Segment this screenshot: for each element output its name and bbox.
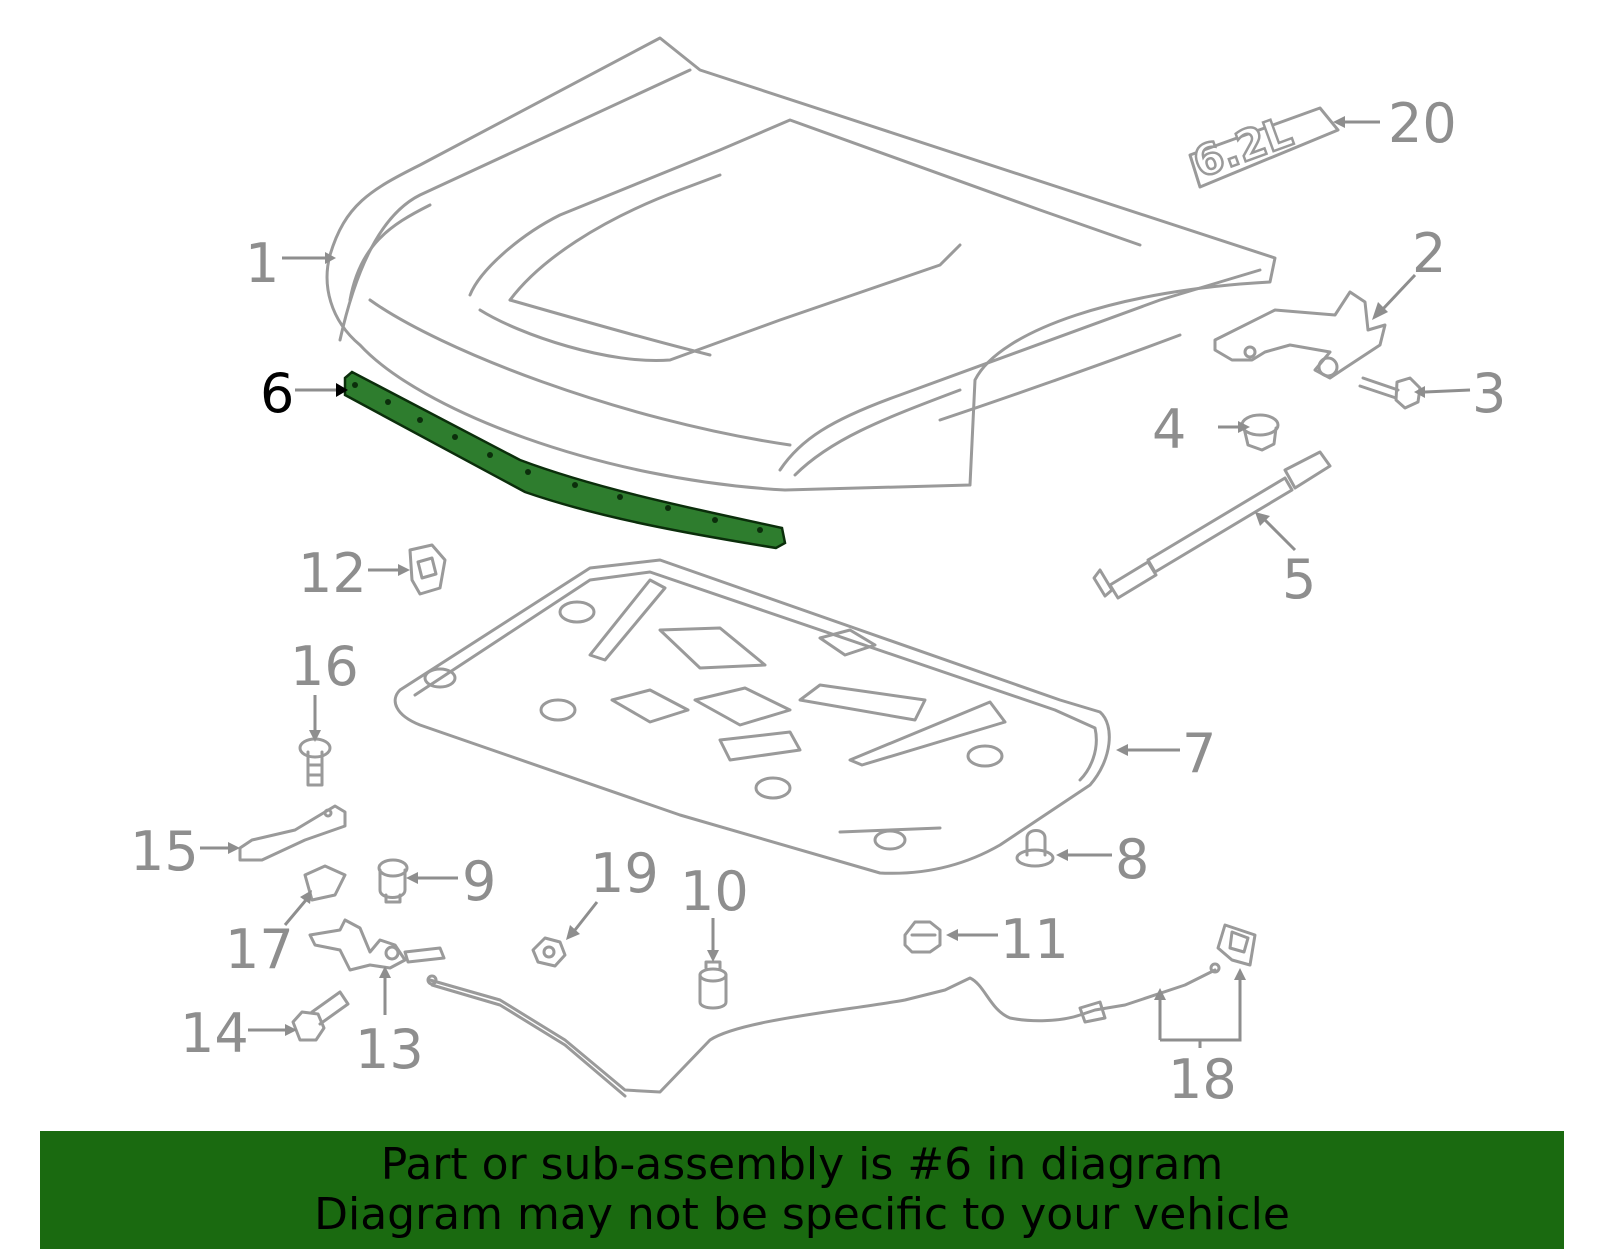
stop-part-12[interactable]: [408, 543, 447, 596]
bolt-part-14[interactable]: [291, 990, 350, 1042]
info-banner: Part or sub-assembly is #6 in diagram Di…: [40, 1131, 1564, 1249]
leader-lines: [200, 116, 1471, 1048]
callout-10[interactable]: 10: [680, 860, 749, 923]
release-cable-part-18[interactable]: [426, 923, 1257, 1098]
callout-3[interactable]: 3: [1472, 362, 1506, 425]
screw-part-16[interactable]: [298, 737, 332, 787]
bracket-part-15[interactable]: [238, 804, 347, 862]
bumper-part-9[interactable]: [377, 858, 409, 904]
latch-part-13[interactable]: [308, 918, 446, 972]
callout-18[interactable]: 18: [1168, 1048, 1237, 1111]
callout-8[interactable]: 8: [1115, 828, 1149, 891]
hood-part-1[interactable]: [325, 36, 1277, 492]
banner-line-disclaimer: Diagram may not be specific to your vehi…: [314, 1189, 1290, 1240]
insulator-clip-holes: [423, 600, 1004, 851]
switch-part-10[interactable]: [698, 960, 728, 1010]
hood-insulator-part-7[interactable]: [393, 558, 1111, 875]
callout-14[interactable]: 14: [180, 1002, 249, 1065]
callout-6[interactable]: 6: [260, 362, 294, 425]
bolt-part-3[interactable]: [1358, 376, 1422, 410]
emblem-text: 6.2L: [1187, 107, 1299, 188]
nut-part-19[interactable]: [531, 936, 567, 968]
callout-16[interactable]: 16: [290, 635, 359, 698]
clip-part-11[interactable]: [903, 920, 942, 954]
bumper-part-4[interactable]: [1240, 413, 1280, 452]
gas-strut-part-5[interactable]: [1092, 450, 1332, 600]
callout-1[interactable]: 1: [245, 232, 279, 295]
push-pin-part-8[interactable]: [1015, 829, 1055, 868]
callout-2[interactable]: 2: [1412, 222, 1446, 285]
emblem-part-20[interactable]: 6.2L: [1185, 105, 1340, 189]
callout-13[interactable]: 13: [355, 1018, 424, 1081]
banner-line-part-number: Part or sub-assembly is #6 in diagram: [380, 1139, 1224, 1190]
callout-20[interactable]: 20: [1388, 92, 1457, 155]
callout-labels: 1 2 3 4 5 6 7 8 9 10 11 12 13 14 15 16 1…: [130, 92, 1506, 1111]
callout-17[interactable]: 17: [225, 918, 294, 981]
callout-15[interactable]: 15: [130, 820, 199, 883]
callout-19[interactable]: 19: [590, 842, 659, 905]
callout-12[interactable]: 12: [298, 542, 367, 605]
callout-7[interactable]: 7: [1182, 722, 1216, 785]
hinge-part-2[interactable]: [1213, 290, 1387, 380]
callout-4[interactable]: 4: [1152, 398, 1186, 461]
weatherstrip-part-6[interactable]: [343, 370, 787, 550]
callout-11[interactable]: 11: [1000, 908, 1069, 971]
callout-9[interactable]: 9: [462, 850, 496, 913]
callout-5[interactable]: 5: [1282, 548, 1316, 611]
